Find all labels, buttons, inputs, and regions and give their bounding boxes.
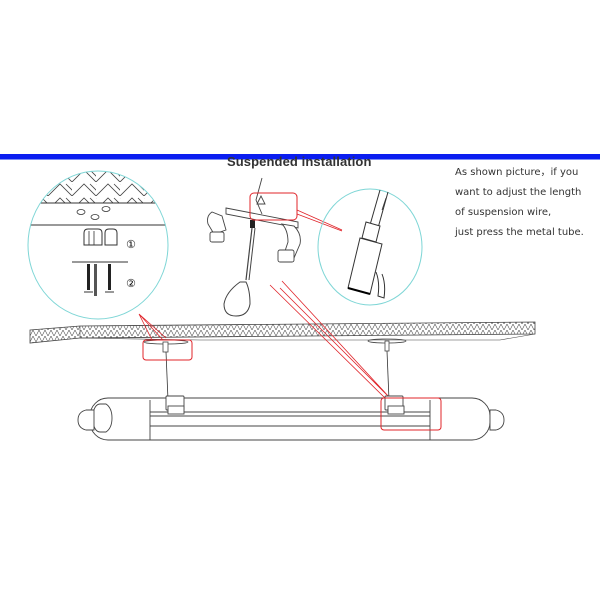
ceiling-detail-circle <box>27 170 169 320</box>
screwdriver <box>223 220 256 317</box>
step-1-label: ① <box>126 238 136 251</box>
suspension-clip-bracket <box>207 177 301 263</box>
suspension-wire-left <box>142 339 193 401</box>
note-line: want to adjust the length <box>455 187 582 198</box>
note-line: of suspension wire, <box>455 207 552 218</box>
callout-box-clip <box>380 397 442 431</box>
header-bar <box>0 154 600 160</box>
step-2-label: ② <box>126 277 136 290</box>
tube-light-fixture <box>77 395 505 441</box>
suspension-wire-right <box>367 338 407 401</box>
note-line: just press the metal tube. <box>455 227 584 238</box>
instruction-note: As shown picture，if you want to adjust t… <box>455 163 584 243</box>
diagram-title: Suspended installation <box>227 154 372 169</box>
metal-tube-detail-circle <box>317 188 423 306</box>
note-line: As shown picture，if you <box>455 167 579 178</box>
callout-box-bracket <box>249 192 298 221</box>
callout-box-ceiling <box>142 339 193 361</box>
ceiling-slab <box>29 321 536 344</box>
